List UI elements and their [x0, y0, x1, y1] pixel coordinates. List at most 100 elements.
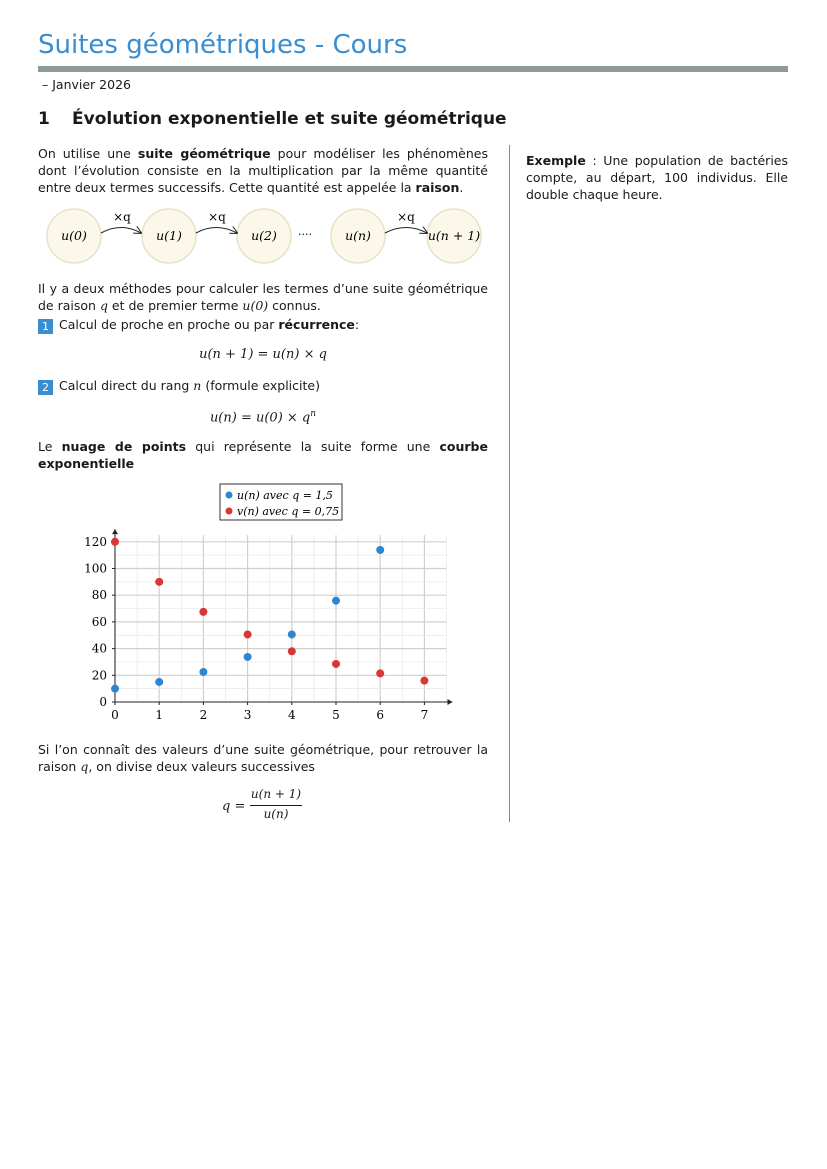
y-tick-label: 100 — [84, 562, 107, 576]
reason-paragraph: Si l’on connaît des valeurs d’une suite … — [38, 741, 488, 775]
example-text: : Une population de bactéries compte, au… — [526, 153, 788, 202]
method-2-end: (formule explicite) — [201, 378, 320, 393]
y-tick-label: 80 — [92, 588, 107, 602]
equation-recurrence: u(n + 1) = u(n) × q — [199, 347, 327, 362]
legend-label: v(n) avec q = 0,75 — [237, 505, 339, 518]
cloud-text-2: qui représente la suite forme une — [186, 439, 440, 454]
cloud-bold-2: courbe exponentielle — [38, 439, 488, 471]
node-circle — [426, 208, 482, 264]
y-tick-label: 60 — [92, 615, 107, 629]
point-u — [332, 596, 340, 605]
arrow-label: ×q — [208, 210, 226, 224]
column-divider — [509, 145, 510, 822]
sequence-diagram: u(0) u(1) u(2) u(n) u(n + 1) ×q ×q ×q ··… — [46, 208, 482, 264]
x-tick-label: 7 — [421, 708, 429, 722]
node-label: u(1) — [156, 228, 182, 243]
point-v — [199, 607, 208, 616]
method-1-bold: récurrence — [278, 317, 355, 332]
y-tick-label: 20 — [92, 668, 107, 682]
method-1-text: Calcul de proche en proche ou par — [59, 317, 279, 332]
ellipsis: ···· — [298, 228, 312, 241]
node-label: u(n) — [345, 228, 371, 243]
legend-marker — [225, 507, 233, 515]
title-rule — [38, 66, 788, 72]
methods-text-a: Il y a deux méthodes pour calculer les t… — [38, 281, 488, 313]
intro-paragraph: On utilise une suite géométrique pour mo… — [38, 145, 488, 196]
y-tick-label: 120 — [84, 535, 107, 549]
section-heading: 1 Évolution exponentielle et suite géomét… — [38, 109, 507, 129]
x-tick-label: 5 — [332, 708, 340, 722]
point-v — [332, 659, 340, 668]
point-u — [376, 545, 385, 554]
point-u — [199, 667, 208, 676]
cloud-text-1: Le — [38, 439, 62, 454]
point-v — [420, 676, 429, 685]
method-1: 1 Calcul de proche en proche ou par récur… — [38, 316, 488, 334]
node-circle — [330, 208, 386, 264]
x-tick-label: 3 — [244, 708, 252, 722]
arrow — [384, 228, 427, 234]
node-circle — [236, 208, 292, 264]
section-title: Évolution exponentielle et suite géométr… — [72, 109, 507, 129]
legend-label: u(n) avec q = 1,5 — [237, 489, 333, 502]
arrow — [100, 228, 141, 234]
x-tick-label: 2 — [200, 708, 208, 722]
x-tick-label: 0 — [111, 708, 119, 722]
node-label: u(0) — [61, 228, 87, 243]
reason-text-1: Si l’on connaît des valeurs d’une suite … — [38, 742, 488, 774]
var-n: n — [193, 378, 202, 393]
cloud-bold-1: nuage de points — [61, 439, 187, 454]
x-tick-label: 6 — [376, 708, 384, 722]
method-2-text: Calcul direct du rang — [59, 378, 194, 393]
intro-text-3: . — [459, 180, 464, 195]
var-q: q — [99, 298, 108, 313]
x-axis-arrow — [447, 699, 453, 705]
x-tick-label: 4 — [288, 708, 296, 722]
arrow — [195, 228, 237, 234]
reason-text-2: , on divise deux valeurs successives — [88, 759, 315, 774]
y-axis-arrow — [112, 529, 118, 535]
equation-explicit: u(n) = u(0) × qn — [38, 409, 488, 425]
point-u — [287, 630, 296, 639]
point-v — [243, 630, 252, 639]
point-u — [111, 684, 119, 693]
example-box: Exemple : Une population de bactéries co… — [526, 152, 788, 203]
methods-text-b: et de premier terme — [107, 298, 243, 313]
point-v — [111, 537, 119, 546]
method-badge: 1 — [38, 319, 53, 334]
intro-text-2: pour modéliser les phénomènes dont l’évo… — [38, 146, 488, 195]
scatter-chart: 0 1 2 3 4 5 6 7 0 20 40 60 80 100 120 u(n) avec q = 1,5… — [84, 483, 453, 722]
point-v — [155, 577, 164, 586]
intro-bold-1: suite géométrique — [137, 146, 271, 161]
intro-text-1: On utilise une — [38, 146, 138, 161]
page-title: Suites géométriques - Cours — [38, 30, 408, 60]
page-date: – Janvier 2026 — [42, 77, 131, 92]
method-badge: 2 — [38, 380, 53, 395]
equation-explicit-base: u(n) = u(0) × q — [209, 410, 311, 426]
point-u — [155, 677, 164, 686]
point-v — [287, 647, 296, 656]
section-number: 1 — [38, 109, 50, 129]
y-tick-label: 0 — [99, 695, 107, 709]
methods-paragraph: Il y a deux méthodes pour calculer les t… — [38, 280, 488, 314]
point-v — [376, 669, 385, 678]
cloud-paragraph: Le nuage de points qui représente la sui… — [38, 438, 488, 472]
arrow-label: ×q — [113, 210, 131, 224]
fraction-bar — [250, 805, 302, 806]
legend-box — [219, 483, 343, 521]
fraction-numerator: u(n + 1) — [250, 787, 302, 801]
point-u — [243, 652, 252, 661]
method-1-end: : — [354, 317, 360, 332]
var-u0: u(0) — [242, 298, 269, 313]
node-label: u(2) — [251, 228, 277, 243]
x-tick-label: 1 — [155, 708, 163, 722]
arrow-label: ×q — [397, 210, 415, 224]
example-label: Exemple — [526, 153, 586, 168]
equation-exponent: n — [310, 409, 317, 419]
node-circle — [46, 208, 102, 264]
fraction-equation: q = u(n + 1) u(n) — [222, 787, 312, 827]
methods-text-c: connus. — [268, 298, 321, 313]
method-2: 2 Calcul direct du rang n (formule explic… — [38, 377, 488, 395]
y-tick-label: 40 — [92, 642, 107, 656]
legend-marker — [225, 491, 233, 499]
